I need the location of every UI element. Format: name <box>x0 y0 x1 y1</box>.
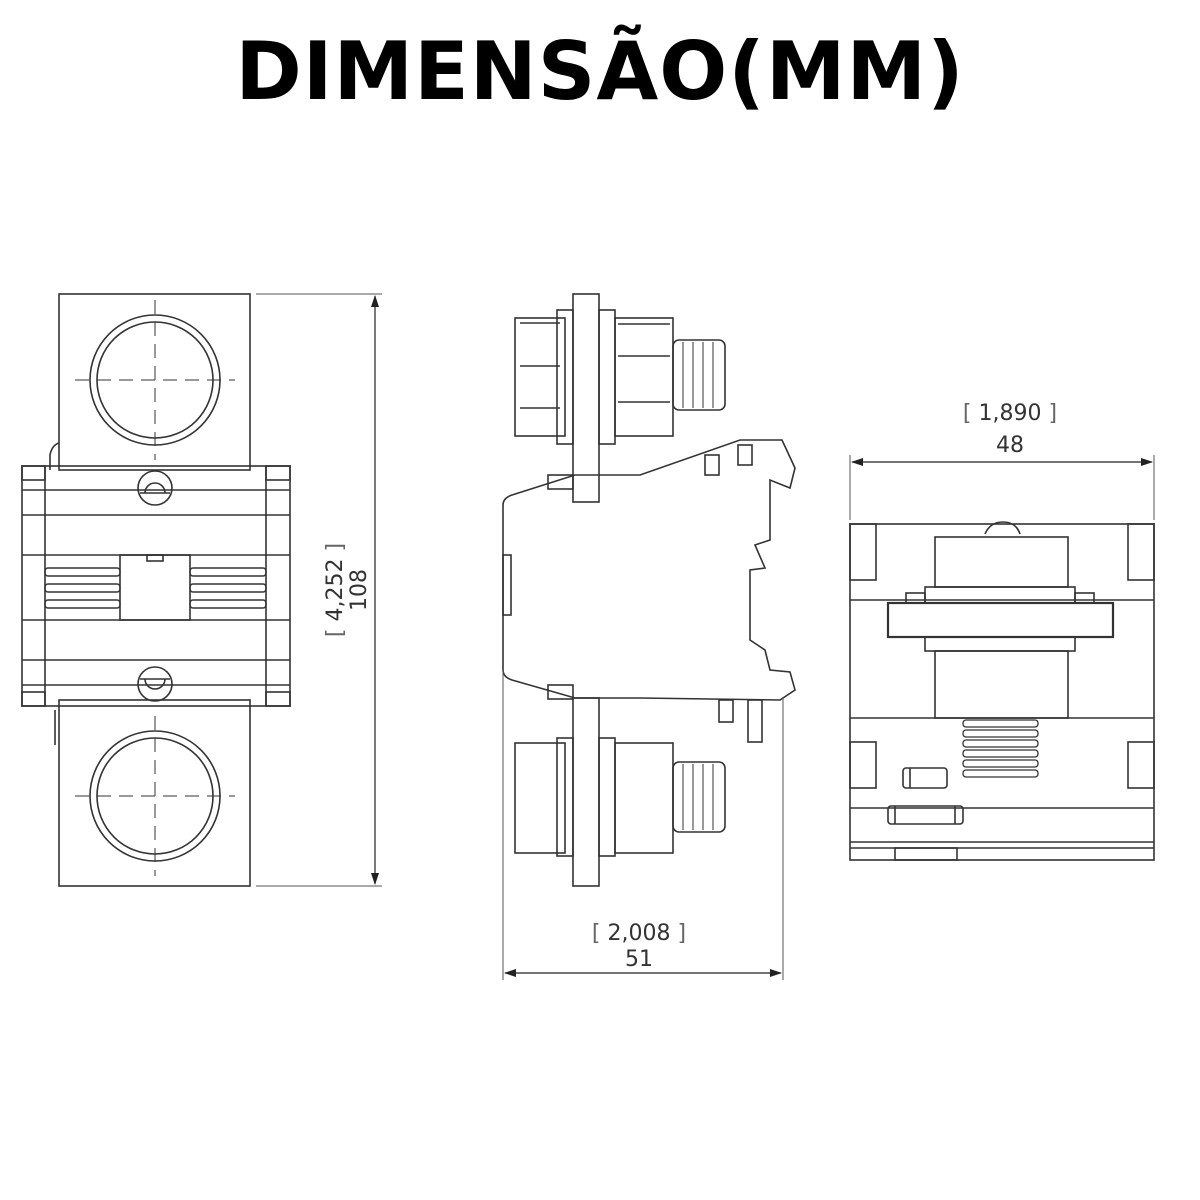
height-dimension: [ 4,252 ] 108 <box>256 293 382 887</box>
end-width-inches: [ 1,890 ] <box>963 401 1057 426</box>
height-mm: 108 <box>347 569 372 611</box>
side-width-inches: [ 2,008 ] <box>592 921 686 946</box>
width-dimension-side: [ 2,008 ] 51 <box>502 670 784 980</box>
height-inches: [ 4,252 ] <box>323 543 348 637</box>
width-dimension-end: [ 1,890 ] 48 <box>849 401 1155 520</box>
page-title: DIMENSÃO(MM) <box>235 25 965 118</box>
side-view <box>502 293 796 887</box>
end-view <box>849 521 1155 861</box>
side-width-mm: 51 <box>625 947 653 972</box>
end-width-mm: 48 <box>996 433 1024 458</box>
front-view <box>21 293 291 887</box>
